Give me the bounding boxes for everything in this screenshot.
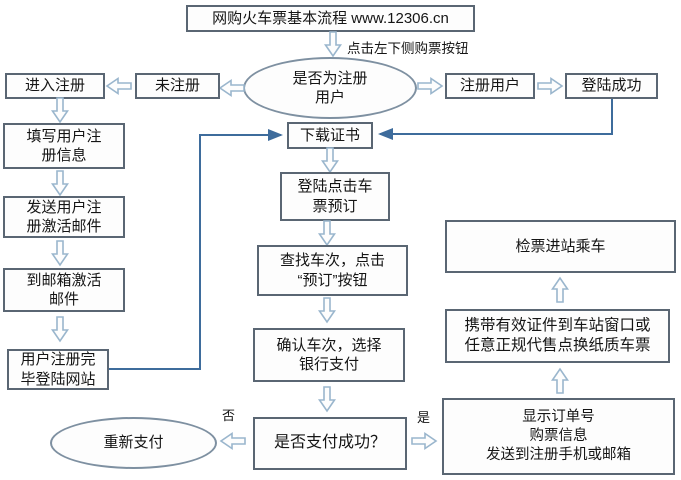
node-activate-email: 到邮箱激活 邮件 xyxy=(3,268,125,312)
node-search-train: 查找车次，点击 “预订”按钮 xyxy=(257,245,408,296)
block-arrow-left-icon xyxy=(219,79,245,97)
node-not-registered: 未注册 xyxy=(135,73,220,99)
block-arrow-right-icon xyxy=(537,77,563,95)
node-download-cert: 下载证书 xyxy=(287,122,373,149)
block-arrow-down-icon xyxy=(324,31,342,57)
block-arrow-down-icon xyxy=(51,316,69,342)
block-arrow-down-icon xyxy=(321,147,339,173)
yes-label: 是 xyxy=(417,410,431,425)
node-confirm-train: 确认车次，选择 银行支付 xyxy=(253,328,405,382)
node-login-book: 登陆点击车 票预订 xyxy=(280,172,390,221)
connector-loginsuccess-to-downloadcert xyxy=(378,99,613,140)
block-arrow-down-icon xyxy=(318,297,336,323)
block-arrow-down-icon xyxy=(318,386,336,412)
node-check-in: 检票进站乘车 xyxy=(445,220,676,273)
node-pay-success: 是否支付成功？ xyxy=(253,417,407,470)
node-title: 网购火车票基本流程 www.12306.cn xyxy=(186,5,475,32)
block-arrow-down-icon xyxy=(51,97,69,123)
block-arrow-down-icon xyxy=(318,220,336,246)
node-register-user: 注册用户 xyxy=(445,73,535,99)
node-is-registered: 是否为注册 用户 xyxy=(243,57,417,119)
no-label: 否 xyxy=(222,408,236,423)
click-hint-label: 点击左下侧购票按钮 xyxy=(347,41,469,56)
node-order-info: 显示订单号 购票信息 发送到注册手机或邮箱 xyxy=(442,398,675,475)
block-arrow-up-icon xyxy=(551,368,569,394)
block-arrow-up-icon xyxy=(551,277,569,303)
node-enter-register: 进入注册 xyxy=(5,73,105,99)
block-arrow-right-icon xyxy=(411,432,437,450)
node-exchange-ticket: 携带有效证件到车站窗口或 任意正规代售点换纸质车票 xyxy=(445,309,670,363)
block-arrow-right-icon xyxy=(417,77,443,95)
node-login-success: 登陆成功 xyxy=(565,73,658,99)
block-arrow-left-icon xyxy=(106,77,132,95)
node-register-done: 用户注册完 毕登陆网站 xyxy=(7,349,109,390)
node-fill-info: 填写用户注 册信息 xyxy=(3,123,125,169)
block-arrow-down-icon xyxy=(51,240,69,266)
block-arrow-down-icon xyxy=(51,170,69,196)
block-arrow-left-icon xyxy=(220,432,246,450)
node-repay: 重新支付 xyxy=(50,417,217,469)
node-send-activation: 发送用户注 册激活邮件 xyxy=(3,196,125,238)
